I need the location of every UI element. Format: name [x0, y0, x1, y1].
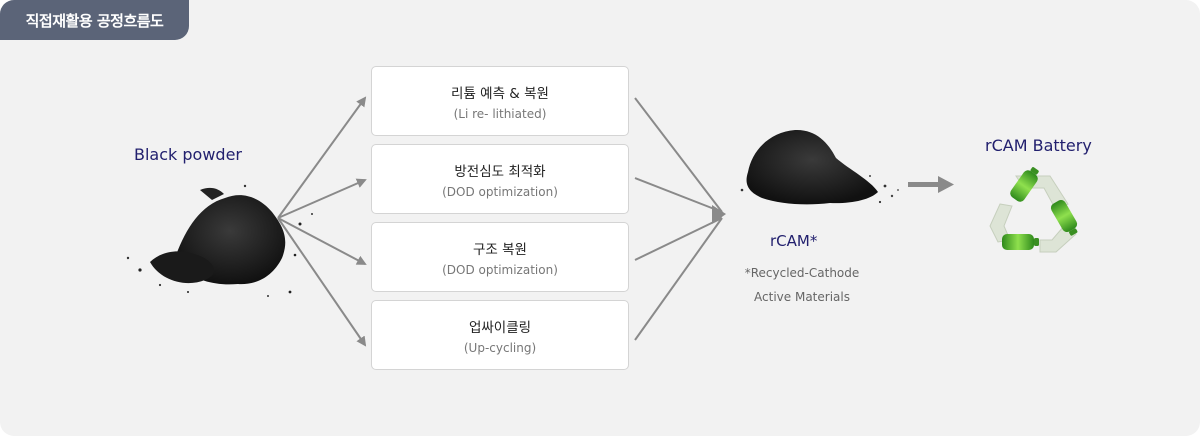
recycle-battery-icon: [989, 167, 1078, 253]
rcam-note-line-1: *Recycled-Cathode: [744, 266, 860, 280]
fan-in-arrowhead: [712, 205, 726, 224]
step-title: 방전심도 최적화: [454, 164, 546, 180]
arrow-to-step-3: [277, 217, 367, 265]
rcam-note-line-2: Active Materials: [754, 290, 850, 304]
step-box-2: 방전심도 최적화 (DOD optimization): [371, 144, 629, 214]
step-subtitle: (Li re- lithiated): [453, 107, 547, 121]
step-subtitle: (DOD optimization): [442, 185, 558, 199]
rcam-powder-image: [740, 129, 899, 205]
black-powder-image: [126, 184, 313, 297]
fan-out-arrows: [277, 96, 367, 347]
step-box-3: 구조 복원 (DOD optimization): [371, 222, 629, 292]
arrow-from-step-3: [634, 217, 723, 261]
step-title: 구조 복원: [473, 242, 527, 258]
step-subtitle: (Up-cycling): [463, 341, 537, 355]
arrow-to-step-4: [277, 217, 367, 347]
arrow-to-battery: [908, 176, 954, 193]
arrow-to-step-1: [277, 96, 367, 219]
arrow-from-step-4: [634, 217, 723, 341]
step-box-1: 리튬 예측 & 복원 (Li re- lithiated): [371, 66, 629, 136]
arrow-from-step-1: [634, 97, 723, 213]
black-powder-label: Black powder: [134, 145, 242, 164]
step-title: 리튬 예측 & 복원: [451, 86, 549, 102]
fan-in-arrows: [634, 97, 726, 341]
diagram-title-tag: 직접재활용 공정흐름도: [0, 0, 189, 40]
step-title: 업싸이클링: [468, 320, 532, 336]
rcam-label: rCAM*: [770, 232, 818, 250]
arrow-to-step-2: [277, 178, 367, 219]
step-subtitle: (DOD optimization): [442, 263, 558, 277]
rcam-battery-label: rCAM Battery: [985, 136, 1092, 155]
step-box-4: 업싸이클링 (Up-cycling): [371, 300, 629, 370]
arrow-from-step-2: [634, 177, 723, 213]
